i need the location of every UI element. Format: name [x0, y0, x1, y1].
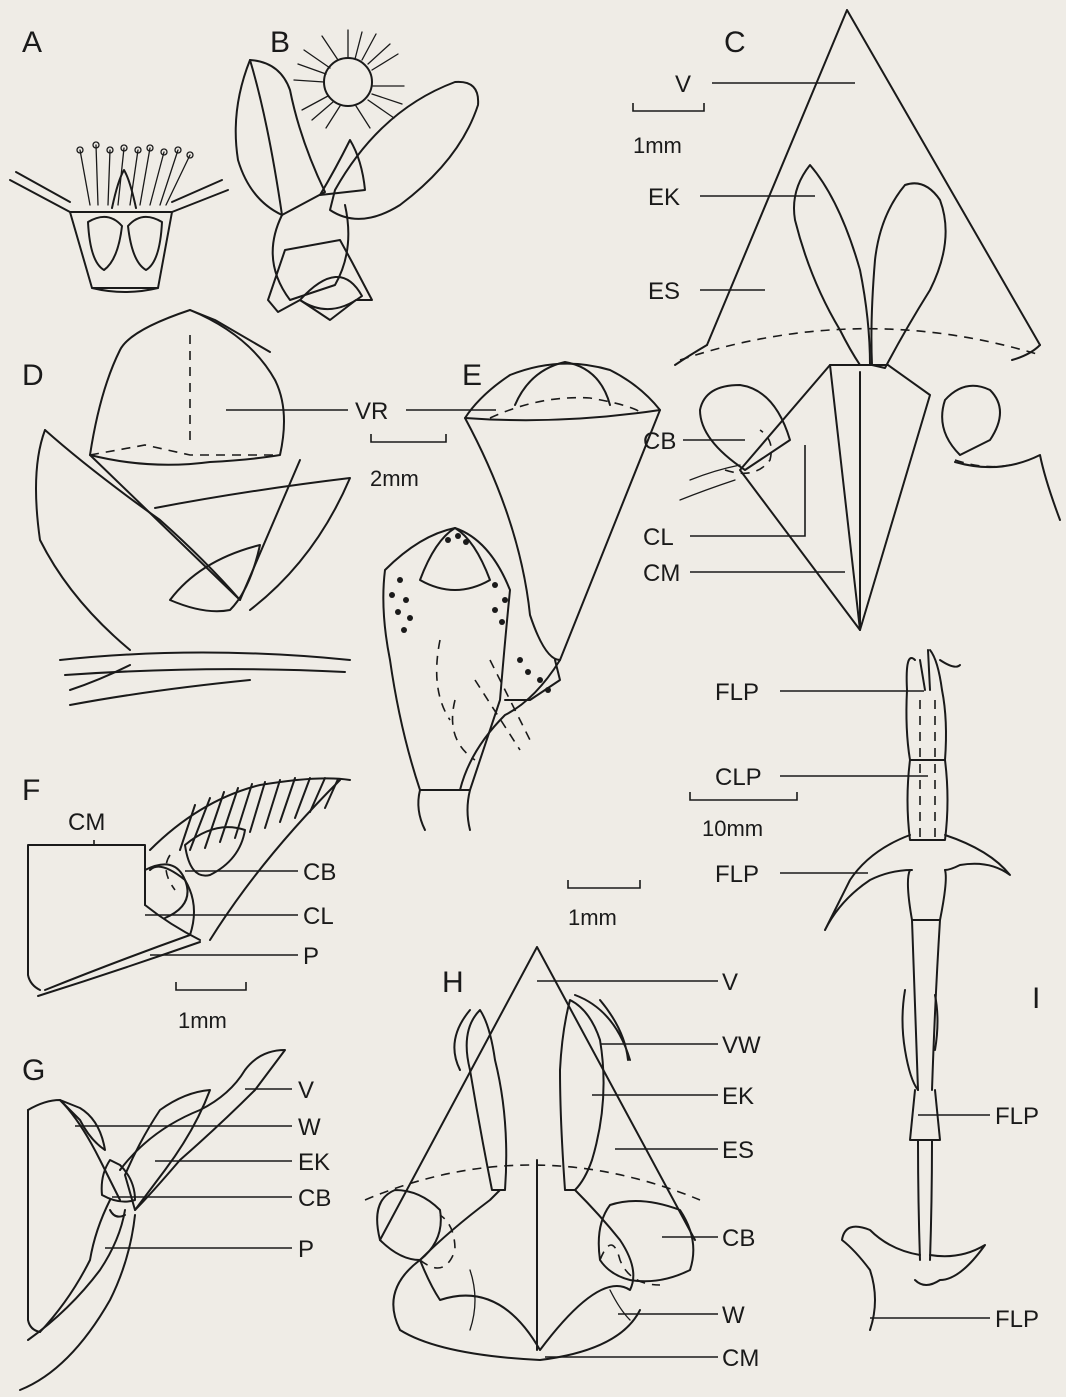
d-scale-label: 2mm	[370, 466, 419, 491]
flower-petals	[294, 30, 404, 128]
i-label-flp-3: FLP	[995, 1103, 1039, 1130]
c-label-v: V	[675, 71, 691, 98]
panel-letter-b: B	[270, 26, 290, 59]
d-scale-bar	[371, 434, 446, 442]
g-label-v: V	[298, 1077, 314, 1104]
i-label-clp: CLP	[715, 764, 762, 791]
i-scale-label: 10mm	[702, 816, 763, 841]
e-scale-bar	[568, 880, 640, 888]
h-label-cb: CB	[722, 1225, 755, 1252]
panel-letter-c: C	[724, 26, 746, 59]
g-label-cb: CB	[298, 1185, 331, 1212]
f-label-cm: CM	[68, 809, 105, 836]
e-seed-dots	[389, 533, 551, 693]
panel-e-open-capsule	[383, 362, 660, 830]
i-scale-bar	[690, 792, 797, 800]
f-label-cl: CL	[303, 903, 334, 930]
panel-c-valve-diagram	[675, 10, 1060, 630]
panel-letter-e: E	[462, 359, 482, 392]
h-label-w: W	[722, 1302, 745, 1329]
c-label-cl: CL	[643, 524, 674, 551]
h-label-ek: EK	[722, 1083, 754, 1110]
h-label-vw: VW	[722, 1032, 761, 1059]
e-scale-label: 1mm	[568, 905, 617, 930]
i-label-flp-4: FLP	[995, 1306, 1039, 1333]
c-label-es: ES	[648, 278, 680, 305]
c-scale-label: 1mm	[633, 133, 682, 158]
panel-letter-f: F	[22, 774, 40, 807]
panel-g-valve-section	[20, 1050, 285, 1390]
c-scale-bar	[633, 103, 704, 111]
f-scale-bar	[176, 982, 246, 990]
h-label-cm: CM	[722, 1345, 759, 1372]
h-label-v: V	[722, 969, 738, 996]
g-label-ek: EK	[298, 1149, 330, 1176]
i-label-flp-1: FLP	[715, 679, 759, 706]
panel-d-capsule	[36, 310, 350, 705]
g-label-w: W	[298, 1114, 321, 1141]
c-label-cm: CM	[643, 560, 680, 587]
panel-i-fruit-stalk	[825, 650, 1010, 1330]
f-scale-label: 1mm	[178, 1008, 227, 1033]
panel-letter-g: G	[22, 1054, 45, 1087]
panel-letter-h: H	[442, 966, 464, 999]
panel-b-flowering-body	[236, 30, 478, 320]
f-label-p: P	[303, 943, 319, 970]
panel-h-valve-diagram	[365, 947, 700, 1360]
panel-letter-i: I	[1032, 982, 1040, 1015]
h-label-es: ES	[722, 1137, 754, 1164]
panel-letter-a: A	[22, 26, 42, 59]
c-cl-leader	[690, 445, 805, 536]
g-label-p: P	[298, 1236, 314, 1263]
panel-letter-d: D	[22, 359, 44, 392]
i-label-flp-2: FLP	[715, 861, 759, 888]
d-label-vr: VR	[355, 398, 388, 425]
f-label-cb: CB	[303, 859, 336, 886]
c-label-ek: EK	[648, 184, 680, 211]
panel-a-flower-section	[10, 142, 228, 292]
